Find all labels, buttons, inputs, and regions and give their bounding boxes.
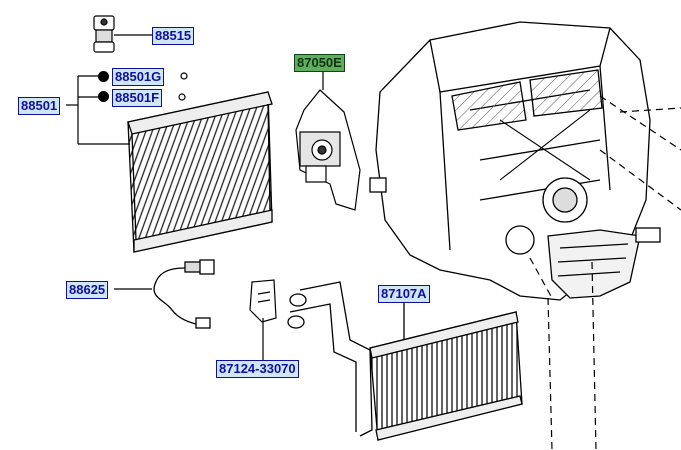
heater-core — [287, 281, 523, 441]
part-label-87050e[interactable]: 87050E — [294, 54, 345, 72]
o-ring-marker-icon — [98, 71, 109, 82]
part-label-87107a[interactable]: 87107A — [378, 285, 430, 303]
o-ring-marker-icon — [98, 91, 109, 102]
thermistor-sensor — [114, 259, 215, 329]
hvac-housing — [369, 21, 661, 301]
part-label-87124-33070[interactable]: 87124-33070 — [216, 360, 299, 378]
reference-dashed-lines — [529, 95, 681, 450]
part-label-88501f[interactable]: 88501F — [112, 89, 163, 107]
evaporator-leader-lines — [66, 72, 188, 145]
evaporator-core — [127, 91, 273, 253]
part-label-88515[interactable]: 88515 — [152, 27, 195, 45]
part-label-88501g[interactable]: 88501G — [112, 68, 165, 86]
part-label-88625[interactable]: 88625 — [66, 281, 109, 299]
expansion-valve — [93, 15, 152, 53]
servo-motor — [295, 71, 361, 211]
pipe-clip — [249, 279, 277, 360]
part-label-88501[interactable]: 88501 — [18, 97, 61, 115]
